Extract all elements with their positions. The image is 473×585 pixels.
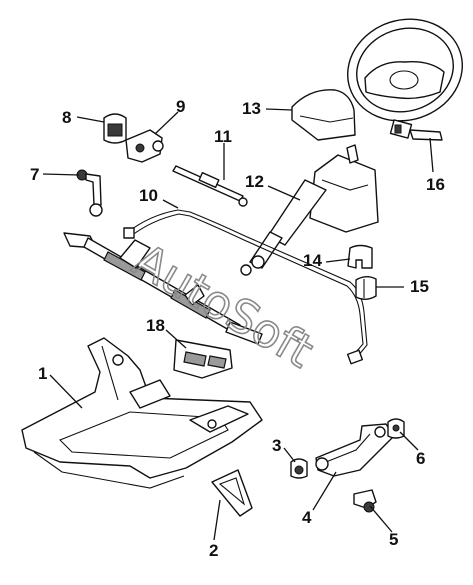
part-1-subframe xyxy=(21,337,263,489)
callout-9: 9 xyxy=(176,97,185,116)
part-5-ball-joint xyxy=(353,489,377,513)
part-7-link xyxy=(76,169,103,217)
callout-10: 10 xyxy=(139,186,158,205)
callout-7: 7 xyxy=(30,165,39,184)
part-13-column-shroud xyxy=(291,89,356,141)
part-12-steering-column xyxy=(240,144,379,276)
callout-2: 2 xyxy=(209,541,218,560)
steering-wheel xyxy=(347,18,463,122)
callout-5: 5 xyxy=(389,530,398,549)
part-10-pipe xyxy=(123,209,368,365)
callout-1: 1 xyxy=(38,364,47,383)
callout-13: 13 xyxy=(242,99,261,118)
callout-6: 6 xyxy=(416,449,425,468)
callout-15: 15 xyxy=(410,277,429,296)
steering-rack xyxy=(63,232,263,345)
part-6-bush xyxy=(387,418,405,439)
callout-16: 16 xyxy=(426,175,445,194)
part-11-shaft xyxy=(172,165,248,207)
leader-lines xyxy=(42,108,434,541)
callout-4: 4 xyxy=(302,508,312,527)
callout-8: 8 xyxy=(62,108,71,127)
part-3-bush xyxy=(290,458,308,479)
part-4-control-arm xyxy=(315,423,395,477)
callout-11: 11 xyxy=(214,127,232,146)
part-8-bush xyxy=(103,113,127,144)
callout-14: 14 xyxy=(303,251,322,270)
callout-12: 12 xyxy=(245,172,264,191)
callout-3: 3 xyxy=(272,436,281,455)
part-2-plate xyxy=(211,469,253,517)
part-15-bushing xyxy=(355,276,377,300)
part-16-switch xyxy=(389,119,443,141)
callout-18: 18 xyxy=(146,316,165,335)
part-18-mount xyxy=(173,339,233,379)
part-9-bracket xyxy=(125,129,164,163)
part-14-bracket xyxy=(347,244,373,269)
